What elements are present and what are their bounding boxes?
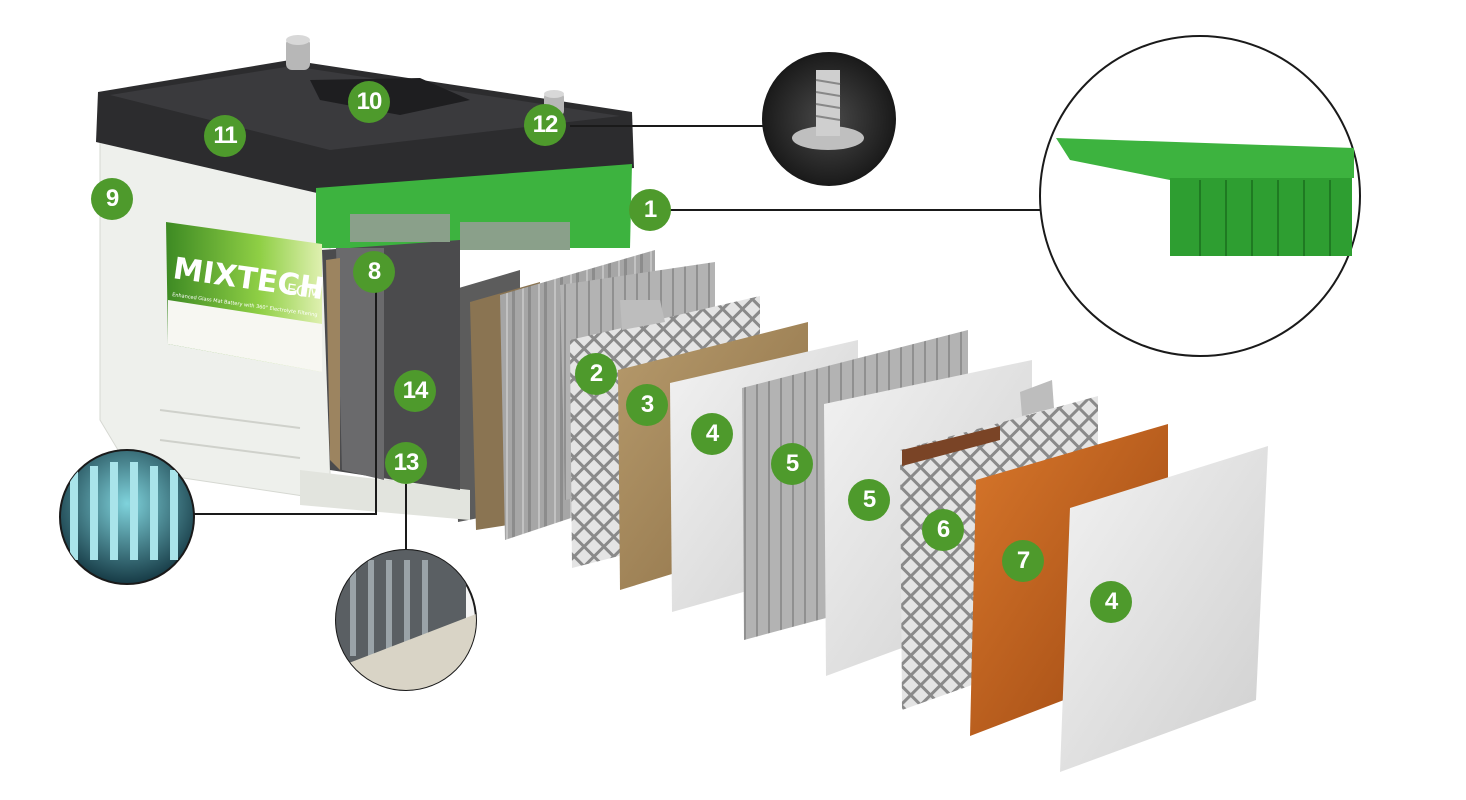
callout-6: 6: [922, 509, 964, 551]
callout-5b: 5: [848, 479, 890, 521]
callout-1: 1: [629, 189, 671, 231]
case-bottom-closeup: [335, 549, 477, 691]
green-connector-closeup: [1039, 35, 1361, 357]
grid-tab: [620, 300, 665, 330]
lid-handle: [310, 78, 470, 115]
case-bottom-tray: [300, 470, 470, 520]
callout-5a: 5: [771, 443, 813, 485]
callout-7: 7: [1002, 540, 1044, 582]
callout-10: 10: [348, 81, 390, 123]
terminal-bolt-closeup: [762, 52, 896, 186]
callout-9: 9: [91, 178, 133, 220]
callout-8: 8: [353, 251, 395, 293]
terminal-negative: [286, 38, 310, 70]
case-rib: [159, 439, 301, 459]
separator-white: [1060, 446, 1268, 772]
brand-suffix: EGM: [285, 280, 321, 303]
callout-13: 13: [385, 442, 427, 484]
grid-tab: [1020, 380, 1054, 416]
callout-4b: 4: [1090, 581, 1132, 623]
callout-12: 12: [524, 104, 566, 146]
cell-pack-front: [336, 248, 384, 480]
mesh-top-strip: [902, 426, 1000, 466]
callout-2: 2: [575, 353, 617, 395]
cell-plates-closeup: [59, 449, 195, 585]
cell-pack-edge: [326, 258, 340, 470]
terminal-top: [286, 35, 310, 45]
green-cell-connector-icon: [1056, 138, 1354, 180]
callout-3: 3: [626, 384, 668, 426]
case-rib: [159, 409, 301, 429]
cell-plates-closeup-icon: [70, 462, 178, 560]
terminal-bolt-icon: [792, 126, 864, 150]
leader-line-8: [192, 292, 377, 515]
cell-connector: [460, 222, 570, 250]
cell-connector: [350, 214, 450, 242]
callout-14: 14: [394, 370, 436, 412]
case-bottom-closeup-icon: [336, 550, 476, 690]
callout-11: 11: [204, 115, 246, 157]
leader-lines: [192, 125, 1040, 550]
callout-4a: 4: [691, 413, 733, 455]
front-label-icons-strip: [168, 300, 322, 372]
terminal-top: [544, 90, 564, 98]
